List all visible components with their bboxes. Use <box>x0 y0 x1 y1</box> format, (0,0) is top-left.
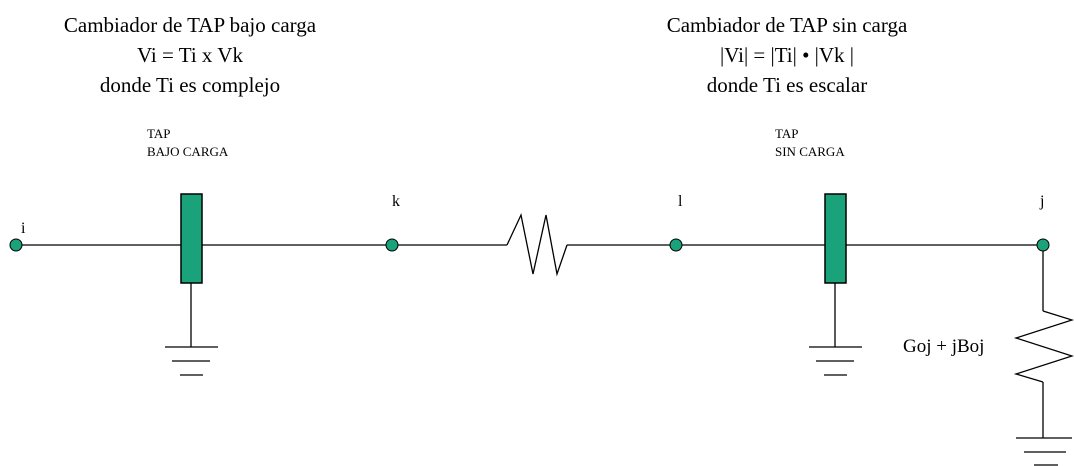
tap-right-label1: TAP <box>775 126 799 141</box>
node-l <box>669 238 683 252</box>
series-resistor-icon <box>506 212 568 277</box>
shunt-admittance-icon <box>1013 310 1074 383</box>
node-label-i: i <box>21 220 26 237</box>
tap-right-label2: SIN CARGA <box>775 144 845 159</box>
ground-right-icon <box>809 346 862 376</box>
left-heading-line3: donde Ti es complejo <box>100 73 280 97</box>
ground-shunt-icon <box>1016 437 1072 466</box>
tap-left-label1: TAP <box>147 126 171 141</box>
shunt-admittance-label: Goj + jBoj <box>903 336 984 357</box>
tap-right-changer <box>824 193 847 284</box>
node-label-j: j <box>1039 193 1044 210</box>
right-heading-line3: donde Ti es escalar <box>707 73 867 97</box>
right-heading-line1: Cambiador de TAP sin carga <box>667 13 908 37</box>
node-k <box>385 238 399 252</box>
node-label-k: k <box>392 193 400 210</box>
tap-left-label2: BAJO CARGA <box>147 144 229 159</box>
node-i <box>9 238 23 252</box>
ground-left-icon <box>165 346 218 376</box>
left-heading-line1: Cambiador de TAP bajo carga <box>64 13 317 37</box>
tap-left-changer <box>180 193 203 284</box>
node-j <box>1036 238 1050 252</box>
left-heading-line2: Vi = Ti x Vk <box>137 43 243 67</box>
right-heading-line2: |Vi| = |Ti| • |Vk | <box>720 43 854 67</box>
node-label-l: l <box>678 193 683 210</box>
